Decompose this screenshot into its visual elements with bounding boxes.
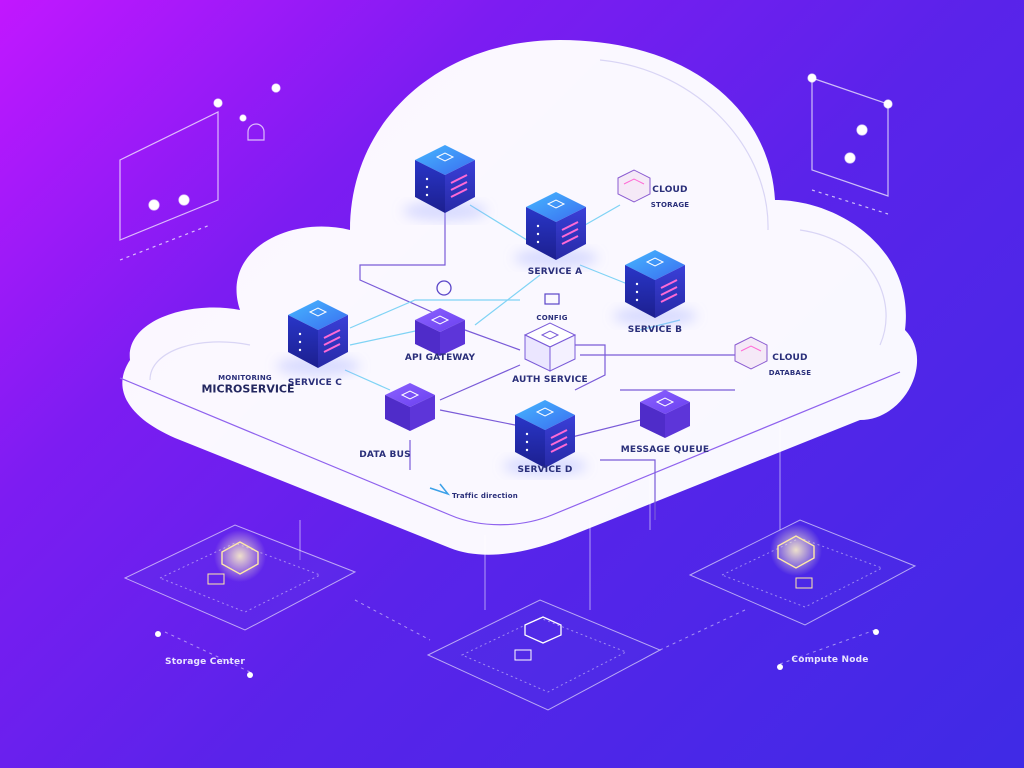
label-message-queue: MESSAGE QUEUE bbox=[620, 445, 710, 455]
config-icon bbox=[436, 280, 560, 305]
label-service-b: SERVICE B bbox=[627, 325, 683, 335]
server-cube-left[interactable] bbox=[276, 300, 360, 376]
bottom-dotted-paths bbox=[164, 599, 876, 673]
decor-frame-right bbox=[807, 73, 893, 215]
label-monitoring: MONITORING bbox=[218, 374, 272, 382]
label-cloud-a-sub: STORAGE bbox=[650, 201, 690, 209]
server-cube-bottom[interactable] bbox=[503, 400, 587, 476]
dot-bottom-left bbox=[155, 631, 161, 637]
label-bottom-right: Compute Node bbox=[791, 655, 869, 665]
label-config: CONFIG bbox=[536, 314, 568, 322]
label-bottom-left: Storage Center bbox=[165, 657, 245, 667]
platform-left bbox=[123, 524, 357, 631]
label-flow-note: Traffic direction bbox=[452, 492, 518, 500]
dot-bottom-right-end bbox=[777, 664, 783, 670]
flow-arrow-icon bbox=[429, 483, 451, 496]
dot-bottom-right bbox=[873, 629, 879, 635]
module-center[interactable] bbox=[523, 322, 577, 372]
cloud-shape bbox=[119, 40, 918, 555]
connections bbox=[344, 200, 735, 520]
label-cloud-b-sub: DATABASE bbox=[768, 369, 812, 377]
dot-bottom-left-end bbox=[247, 672, 253, 678]
database-card-icon bbox=[734, 336, 768, 370]
label-cloud-a: CLOUD bbox=[652, 185, 688, 195]
module-upper[interactable] bbox=[415, 308, 465, 356]
label-service-d: SERVICE D bbox=[517, 465, 573, 475]
platform-right bbox=[688, 519, 917, 626]
server-cube-mid[interactable] bbox=[514, 192, 598, 268]
label-api-gateway: API GATEWAY bbox=[404, 353, 476, 363]
platform-center bbox=[426, 599, 662, 711]
label-service-a: SERVICE A bbox=[527, 267, 583, 277]
label-service-c: SERVICE C bbox=[287, 378, 343, 388]
storage-card-icon bbox=[617, 169, 651, 203]
decor-frame-left bbox=[119, 83, 281, 261]
server-cube-right[interactable] bbox=[613, 250, 697, 326]
server-cube-top[interactable] bbox=[403, 145, 487, 221]
label-cloud-b: CLOUD bbox=[772, 353, 808, 363]
module-lower[interactable] bbox=[385, 383, 435, 431]
diagram-title: MICROSERVICE bbox=[201, 382, 295, 396]
label-auth: AUTH SERVICE bbox=[512, 375, 588, 385]
module-right[interactable] bbox=[640, 390, 690, 438]
label-data-bus: DATA BUS bbox=[359, 450, 411, 460]
